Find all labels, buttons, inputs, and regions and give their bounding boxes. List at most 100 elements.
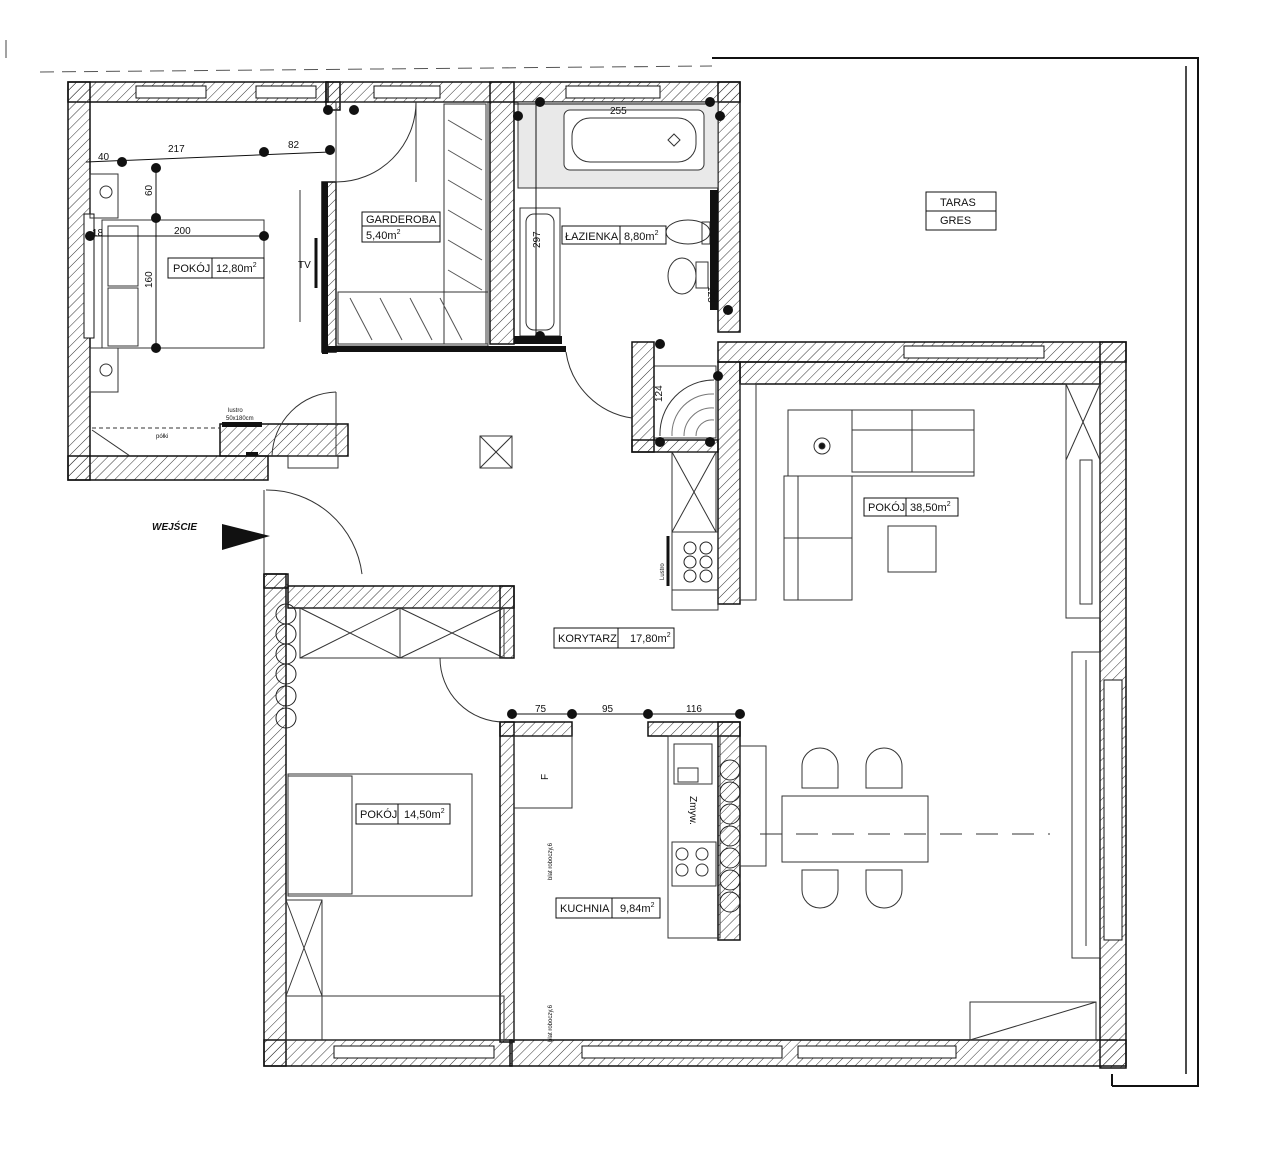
corridor	[263, 435, 719, 611]
wardrobe	[335, 101, 489, 347]
terrace-name: TARAS	[940, 197, 976, 209]
kitchen-name: KUCHNIA	[560, 903, 610, 915]
dresser-x	[285, 899, 323, 997]
burner-icon	[675, 863, 689, 877]
dim-18: 18	[92, 228, 104, 239]
kitchen	[513, 735, 721, 1040]
burner-icon	[695, 863, 709, 877]
entrance-label: WEJŚCIE	[152, 520, 197, 533]
window	[135, 85, 207, 99]
bedroom2-name: POKÓJ	[360, 808, 397, 821]
door-swing	[565, 351, 633, 419]
wall	[263, 573, 289, 589]
bidet	[665, 219, 711, 245]
dim-60: 60	[144, 184, 155, 196]
bedroom1	[89, 173, 337, 457]
kitchen-area: 9,84m2	[620, 902, 655, 915]
desk	[285, 995, 505, 1041]
chair	[801, 747, 839, 789]
entrance-arrow-icon	[222, 524, 270, 550]
hall-circles	[683, 541, 713, 583]
mirror-label: lustro	[228, 408, 243, 414]
window	[1103, 679, 1123, 941]
toilet	[667, 257, 697, 295]
sink-icon	[673, 743, 713, 785]
dim-95: 95	[602, 704, 614, 715]
wall	[499, 585, 515, 659]
chair	[865, 869, 903, 909]
pillow	[107, 287, 139, 347]
window	[903, 345, 1045, 359]
bathtub-inner	[571, 117, 697, 163]
ceiling-light	[479, 435, 513, 469]
wardrobe-name: GARDEROBA	[366, 214, 437, 226]
dim-40: 40	[98, 152, 110, 163]
tall-cabinet	[1065, 383, 1101, 619]
bathroom-area: 8,80m2	[624, 230, 659, 243]
burner-icon	[695, 847, 709, 861]
sofa-seat	[851, 409, 975, 473]
wall	[631, 341, 655, 453]
wall	[499, 721, 573, 737]
living-room	[739, 383, 1101, 1041]
wall	[67, 455, 269, 481]
sofa	[787, 409, 975, 477]
bathroom-name: ŁAZIENKA	[565, 231, 619, 243]
kitchen-circles	[719, 759, 741, 913]
hall-closet-x	[671, 451, 717, 533]
sink	[525, 213, 555, 331]
hall-mirror-label: Lustro	[660, 563, 666, 580]
label-dividers	[211, 210, 996, 918]
windows	[83, 85, 1123, 1059]
closet	[299, 607, 505, 659]
dishwasher-label: Zmyw.	[687, 796, 698, 825]
window	[333, 1045, 495, 1059]
counter-label-2: blat roboczy,6	[548, 1004, 554, 1042]
lamp-icon	[99, 363, 113, 377]
terrace-outline	[712, 57, 1199, 1087]
door-swing	[265, 489, 363, 575]
closet-x	[299, 607, 401, 659]
desk	[969, 1001, 1097, 1041]
bedroom2-circles	[275, 603, 297, 729]
toilet-tank	[695, 261, 709, 289]
bed	[101, 219, 265, 349]
dim-160: 160	[144, 271, 155, 288]
terrace-material: GRES	[940, 215, 971, 227]
fridge	[513, 735, 573, 809]
dim-116: 116	[686, 704, 702, 715]
dim-124: 124	[654, 385, 665, 402]
wall	[739, 361, 1101, 385]
shelf	[1079, 459, 1093, 605]
shoe-rack	[287, 455, 339, 469]
nightstand	[89, 173, 119, 219]
shower	[653, 365, 717, 439]
bedroom1-area: 12,80m2	[216, 262, 257, 275]
chair	[865, 747, 903, 789]
bed-pillows	[287, 775, 353, 895]
shower-curve	[659, 379, 715, 437]
counter-label-1: blat roboczy,6	[548, 842, 554, 880]
cabinet-x	[1065, 383, 1101, 461]
tv-label: TV	[298, 260, 311, 271]
dining-table	[781, 795, 929, 863]
kitchen-island	[739, 745, 767, 867]
dim-75: 75	[535, 704, 547, 715]
hall-box	[671, 589, 719, 611]
mirror-size-label: 50x180cm	[226, 416, 254, 422]
label-boxes	[167, 191, 997, 919]
desk-line	[969, 1001, 1097, 1041]
dim-123: 123	[705, 286, 716, 303]
dim-217: 217	[168, 144, 185, 155]
bathroom	[517, 101, 719, 419]
reference-line	[39, 65, 713, 73]
partition-bold	[322, 346, 566, 352]
dimension-dots	[85, 97, 745, 719]
partition-bold	[322, 182, 328, 354]
cabinet	[739, 383, 757, 601]
bed	[287, 773, 473, 897]
dim-255: 255	[610, 106, 627, 117]
shelves-label: półki	[156, 434, 168, 440]
corridor-name: KORYTARZ	[558, 633, 617, 645]
lamp-icon	[99, 185, 113, 199]
